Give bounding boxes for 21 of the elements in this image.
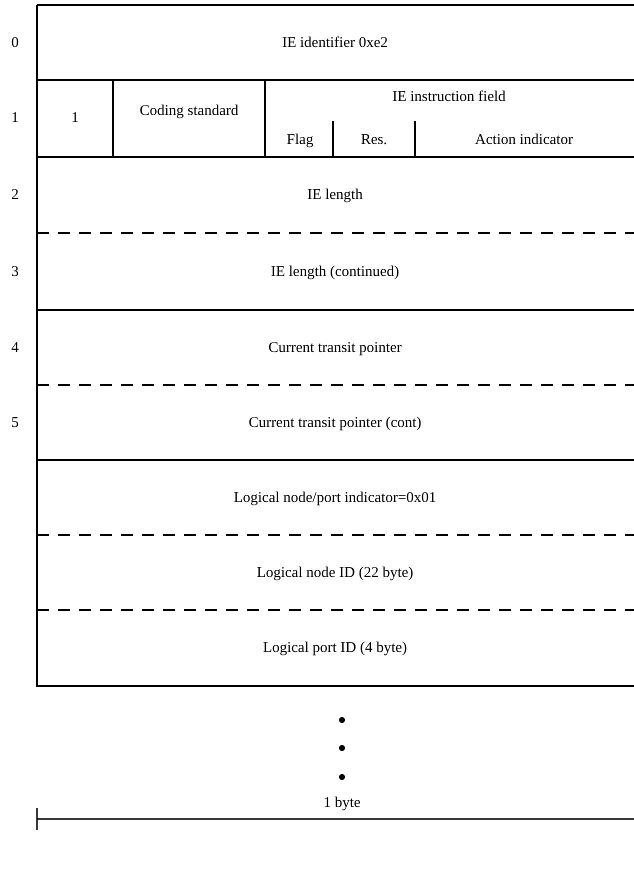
field-label: IE length (continued) (270, 263, 400, 281)
row-number: 5 (11, 414, 19, 432)
dimension-label: 1 byte (323, 794, 361, 812)
subfield-label: Flag (286, 131, 314, 149)
field-label: Current transit pointer (cont) (248, 414, 422, 432)
field-label: IE length (307, 186, 363, 204)
row-number: 0 (11, 34, 19, 52)
row-number: 3 (11, 263, 19, 281)
field-label: Logical node/port indicator=0x01 (234, 489, 436, 507)
field-label: IE identifier 0xe2 (282, 34, 388, 52)
row-number: 4 (11, 339, 19, 357)
field-label: Logical port ID (4 byte) (262, 639, 408, 657)
subfield-label: Action indicator (475, 131, 573, 149)
bit-label: 1 (71, 109, 79, 127)
field-label: Current transit pointer (268, 339, 402, 357)
row-number: 2 (11, 186, 19, 204)
subfield-label: Res. (360, 131, 388, 149)
row-number: 1 (11, 109, 19, 127)
field-label: Coding standard (140, 102, 238, 120)
field-label: IE instruction field (392, 88, 506, 106)
field-label: Logical node ID (22 byte) (256, 564, 414, 582)
